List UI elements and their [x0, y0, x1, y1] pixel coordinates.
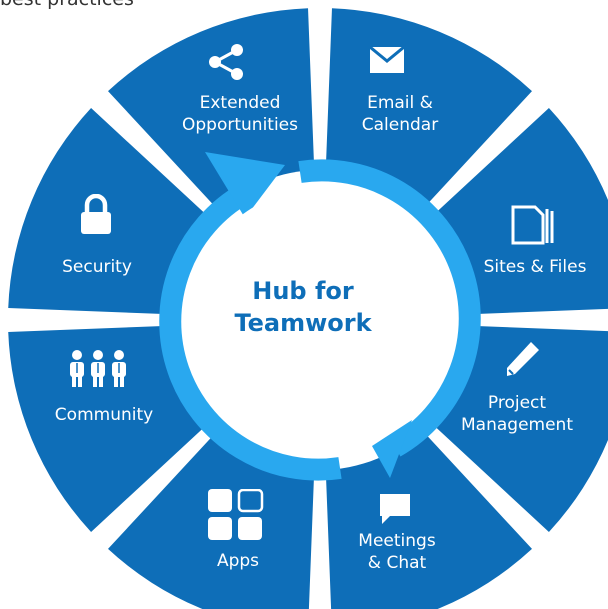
label-line: Community [54, 405, 154, 425]
segment-community[interactable] [8, 325, 218, 532]
label-line: Sites & Files [483, 257, 587, 277]
center-disc [189, 189, 451, 451]
label-email-calendar: Email & Calendar [362, 92, 438, 136]
label-extended-opportunities: Extended Opportunities [182, 92, 298, 136]
apps-icon [208, 488, 264, 545]
center-title-line1: Hub for [252, 277, 354, 305]
label-security: Security [62, 256, 132, 278]
label-line: & Chat [367, 553, 427, 573]
chat-icon [378, 492, 412, 530]
segment-meetings-chat[interactable] [325, 422, 532, 609]
label-line: Calendar [361, 115, 439, 135]
pencil-icon [503, 340, 541, 382]
label-line: Opportunities [182, 115, 298, 135]
label-community: Community [55, 404, 153, 426]
label-line: Email & [367, 93, 433, 113]
share-icon [207, 43, 245, 85]
lock-icon [80, 193, 112, 238]
ring-arc-top [298, 159, 481, 457]
center-title-line2: Teamwork [234, 309, 372, 337]
people-icon [67, 349, 129, 391]
ring-arrowhead-top [205, 152, 285, 218]
label-apps: Apps [217, 550, 259, 572]
mail-icon [369, 45, 405, 77]
label-project-management: Project Management [461, 392, 573, 436]
segment-security[interactable] [8, 108, 218, 315]
label-meetings-chat: Meetings & Chat [358, 530, 435, 574]
label-line: Security [62, 257, 132, 277]
label-sites-files: Sites & Files [484, 256, 587, 278]
label-line: Management [461, 415, 573, 435]
ring-arc-bottom [159, 183, 342, 481]
label-line: Meetings [358, 531, 436, 551]
ring-arrowhead-bottom [372, 420, 412, 478]
label-line: Apps [216, 551, 260, 571]
label-line: Extended [199, 93, 281, 113]
center-title: Hub for Teamwork [218, 275, 388, 339]
top-caption: best practices [0, 0, 134, 10]
label-line: Project [487, 393, 547, 413]
files-icon [509, 205, 559, 249]
